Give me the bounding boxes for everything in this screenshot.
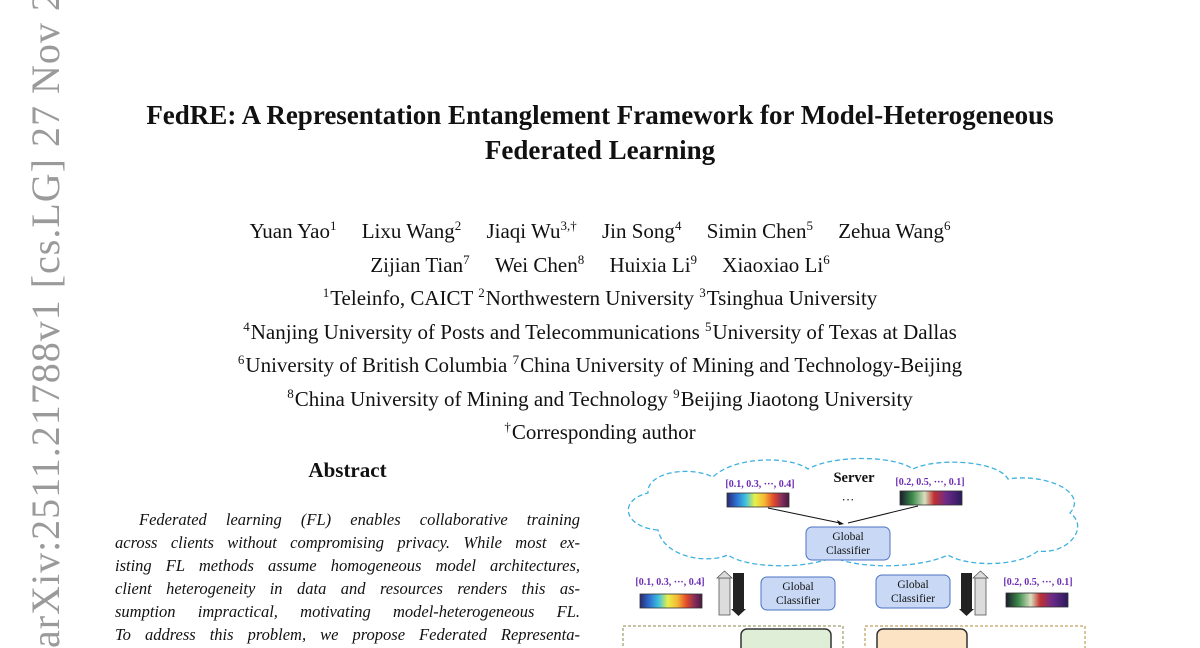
server-global-classifier — [805, 526, 891, 561]
author-block: Yuan Yao1 Lixu Wang2 Jiaqi Wu3,† Jin Son… — [100, 212, 1100, 447]
server-ellipsis: ··· — [842, 492, 855, 507]
client-representation-left — [639, 593, 703, 609]
affiliation-line-3: 6University of British Columbia 7China U… — [237, 352, 963, 377]
author: Jin Song4 — [602, 218, 682, 243]
corresponding-author-note: †Corresponding author — [504, 419, 696, 444]
server-classifier-label-2: Classifier — [826, 545, 870, 557]
client-global-classifier-right — [875, 574, 951, 609]
arrow-left-to-classifier — [767, 507, 841, 524]
abstract-heading: Abstract — [308, 458, 387, 482]
title-line-2: Federated Learning — [484, 135, 716, 165]
server-label: Server — [833, 470, 875, 486]
author: Yuan Yao1 — [249, 218, 337, 243]
abstract-line: client heterogeneity in data and resourc… — [115, 579, 580, 598]
arxiv-stamp: arXiv:2511.21788v1 [cs.LG] 27 Nov 2025 — [23, 0, 68, 648]
server-vector-right: [0.2, 0.5, ···, 0.1] — [895, 477, 964, 488]
client-classifier-right-label-1: Global — [897, 579, 928, 591]
download-arrowhead-right — [959, 609, 974, 616]
download-arrow-left — [733, 573, 744, 609]
upload-arrow-left — [718, 577, 731, 616]
arrow-right-to-classifier — [847, 505, 919, 524]
client-global-classifier-left — [760, 576, 836, 611]
client-representation-right — [1005, 592, 1069, 608]
download-arrow-right — [961, 573, 972, 609]
download-arrowhead-left — [731, 609, 746, 616]
author-line-1: Yuan Yao1 Lixu Wang2 Jiaqi Wu3,† Jin Son… — [100, 212, 1100, 246]
client-model-right — [876, 628, 968, 648]
affiliation-line-2: 4Nanjing University of Posts and Telecom… — [243, 318, 957, 344]
author: Wei Chen8 — [494, 251, 585, 277]
title-line-1: FedRE: A Representation Entanglement Fra… — [146, 100, 1054, 130]
client-vector-right: [0.2, 0.5, ···, 0.1] — [1003, 577, 1072, 588]
abstract-line: Federated learning (FL) enables collabor… — [139, 510, 580, 529]
client-panel-right — [864, 625, 1086, 648]
client-classifier-right-label-2: Classifier — [891, 593, 935, 605]
author: Zehua Wang6 — [838, 218, 951, 243]
abstract-text: Federated learning (FL) enables collabor… — [115, 508, 580, 646]
client-vector-left: [0.1, 0.3, ···, 0.4] — [635, 577, 704, 588]
framework-diagram: Server ··· [0.1, 0.3, ···, 0.4] [0.2, 0.… — [622, 457, 1086, 648]
client-classifier-left-label-2: Classifier — [776, 595, 820, 607]
author-line-2: Zijian Tian7 Wei Chen8 Huixia Li9 Xiaoxi… — [100, 246, 1100, 280]
abstract-line: sumption impractical, motivating model-h… — [115, 602, 580, 621]
affiliation-line-1: 1Teleinfo, CAICT 2Northwestern Universit… — [322, 285, 878, 310]
author: Jiaqi Wu3,† — [486, 218, 577, 243]
upload-arrow-right — [974, 577, 987, 616]
server-representation-left — [726, 492, 790, 508]
server-representation-right — [899, 490, 963, 506]
framework-figure: Server ··· [0.1, 0.3, ···, 0.4] [0.2, 0.… — [618, 455, 1088, 648]
abstract-line: To address this problem, we propose Fede… — [115, 625, 580, 644]
paper-title: FedRE: A Representation Entanglement Fra… — [100, 98, 1100, 168]
client-model-left — [740, 628, 832, 648]
client-classifier-left-label-1: Global — [782, 581, 813, 593]
upload-arrowhead-right — [971, 570, 990, 579]
server-vector-left: [0.1, 0.3, ···, 0.4] — [725, 479, 794, 490]
author: Simin Chen5 — [706, 218, 813, 243]
author: Huixia Li9 — [609, 251, 698, 277]
arrowhead — [837, 520, 844, 525]
abstract-line: across clients without compromising priv… — [115, 533, 580, 552]
abstract-line: isting FL methods assume homogeneous mod… — [115, 556, 580, 575]
author: Zijian Tian7 — [370, 251, 470, 277]
affiliation-line-4: 8China University of Mining and Technolo… — [287, 385, 913, 411]
author: Lixu Wang2 — [361, 218, 462, 243]
server-classifier-label-1: Global — [832, 531, 863, 543]
upload-arrowhead-left — [715, 570, 734, 579]
author: Xiaoxiao Li6 — [722, 251, 830, 277]
client-panel-left — [622, 625, 844, 648]
